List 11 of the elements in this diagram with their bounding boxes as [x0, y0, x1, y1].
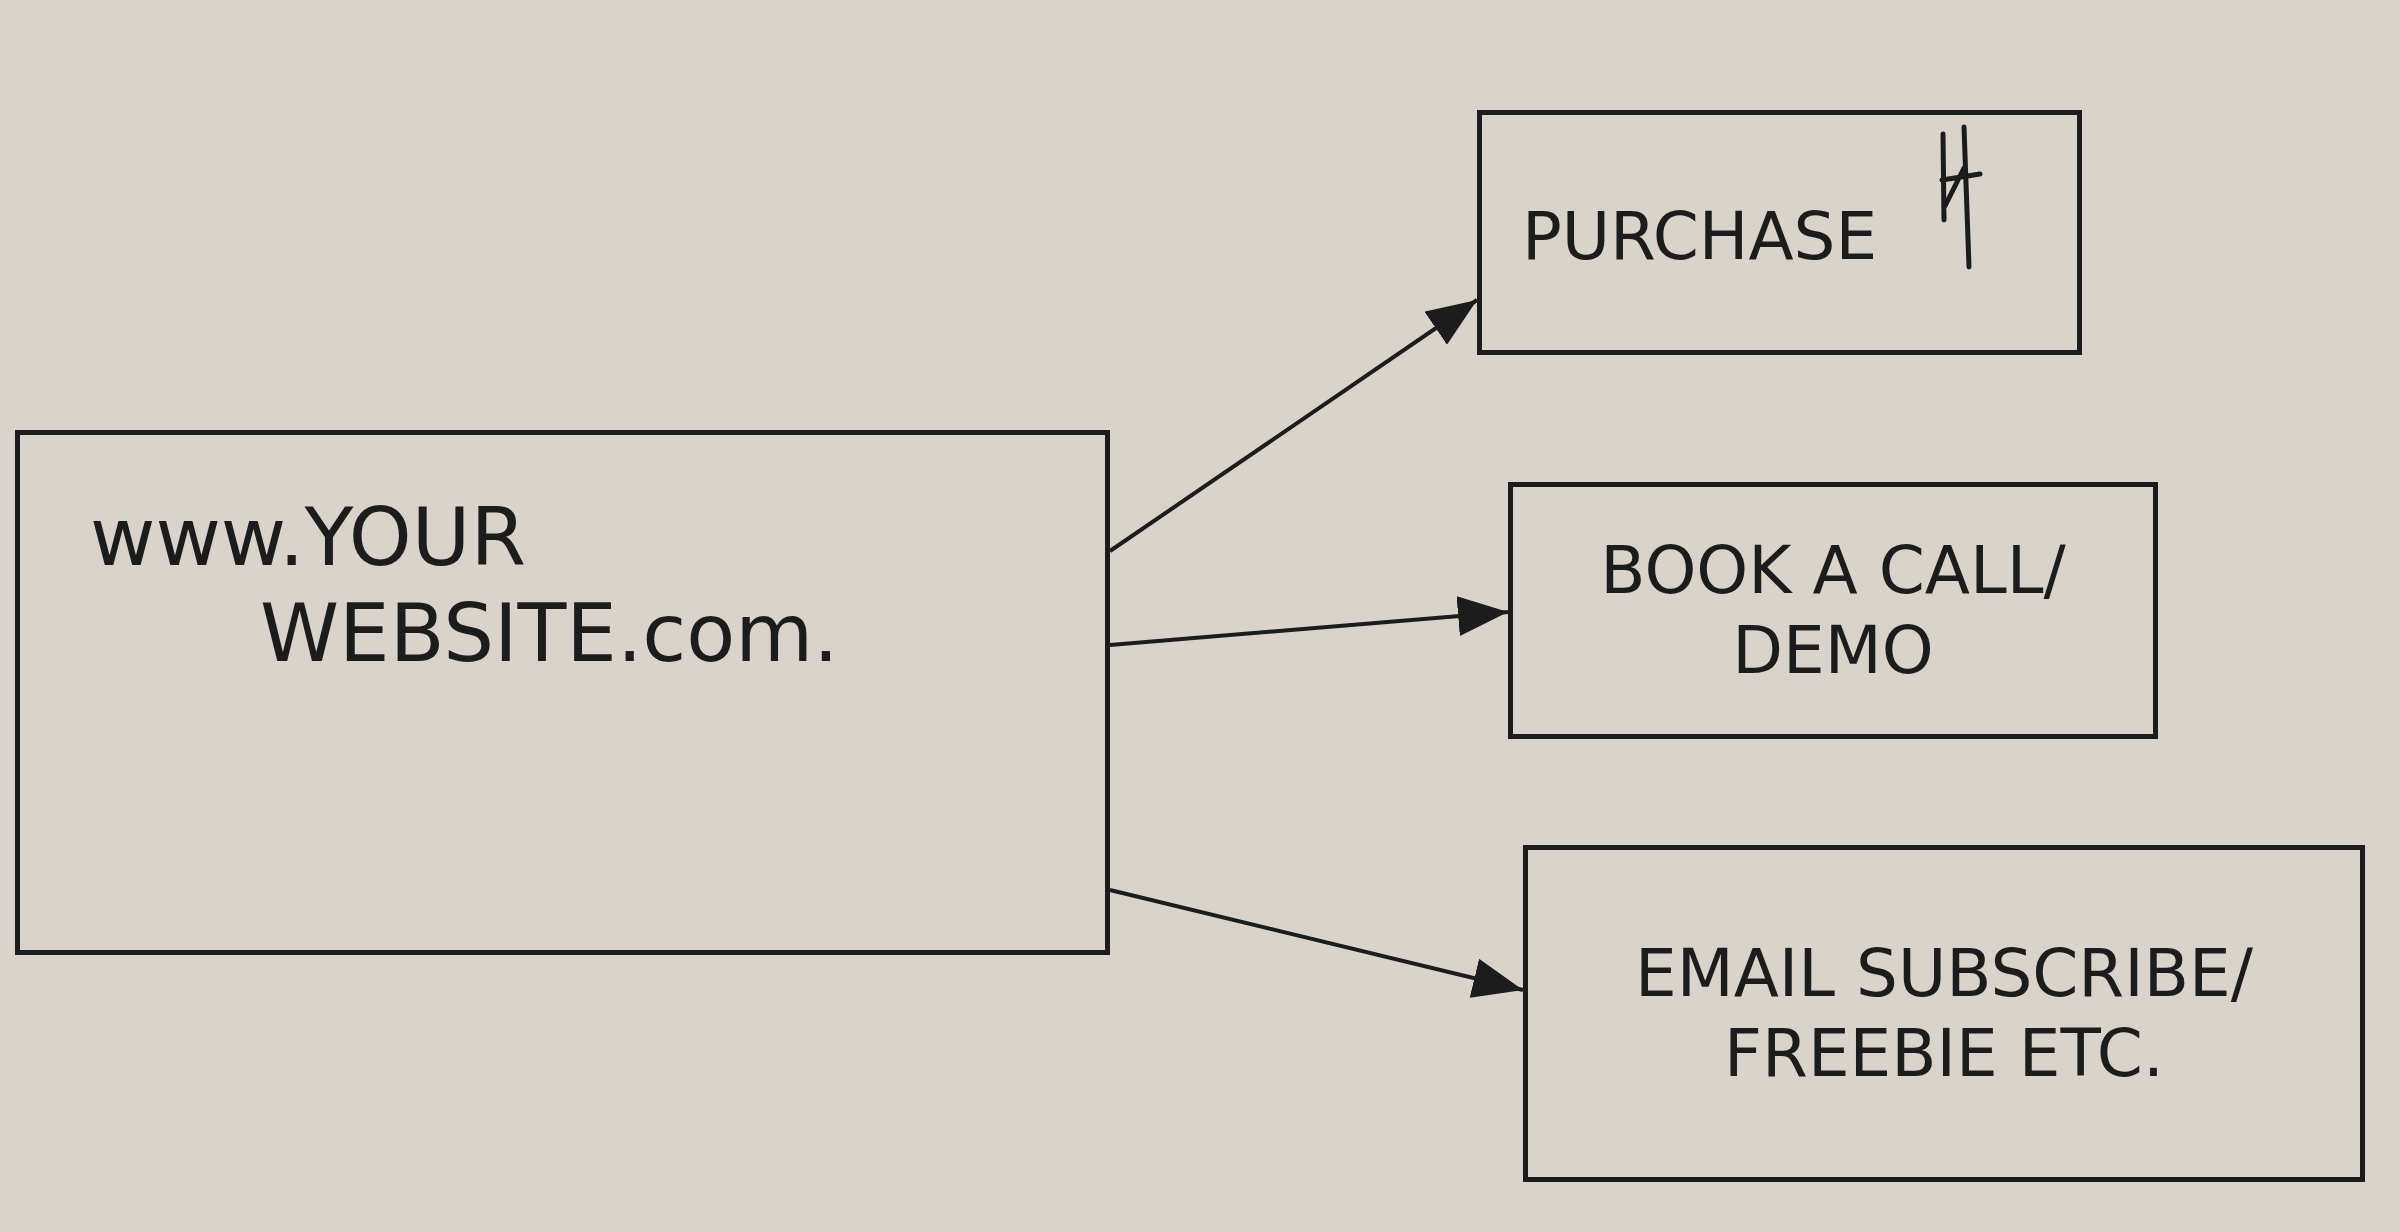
arrow [1109, 888, 1524, 998]
sketch-box [1477, 110, 2082, 355]
sketch-box [1508, 482, 2158, 739]
sketch-box [1523, 845, 2365, 1182]
arrow [1108, 298, 1479, 553]
box-text: PURCHASE [1522, 204, 1878, 270]
arrow [1109, 596, 1509, 647]
box-text: EMAIL SUBSCRIBE/ FREEBIE ETC. [1634, 934, 2254, 1093]
box-text: BOOK A CALL/ DEMO [1599, 531, 2067, 690]
sketch-box [15, 430, 1110, 955]
box-text: www.YOUR WEBSITE.com. [90, 490, 840, 682]
